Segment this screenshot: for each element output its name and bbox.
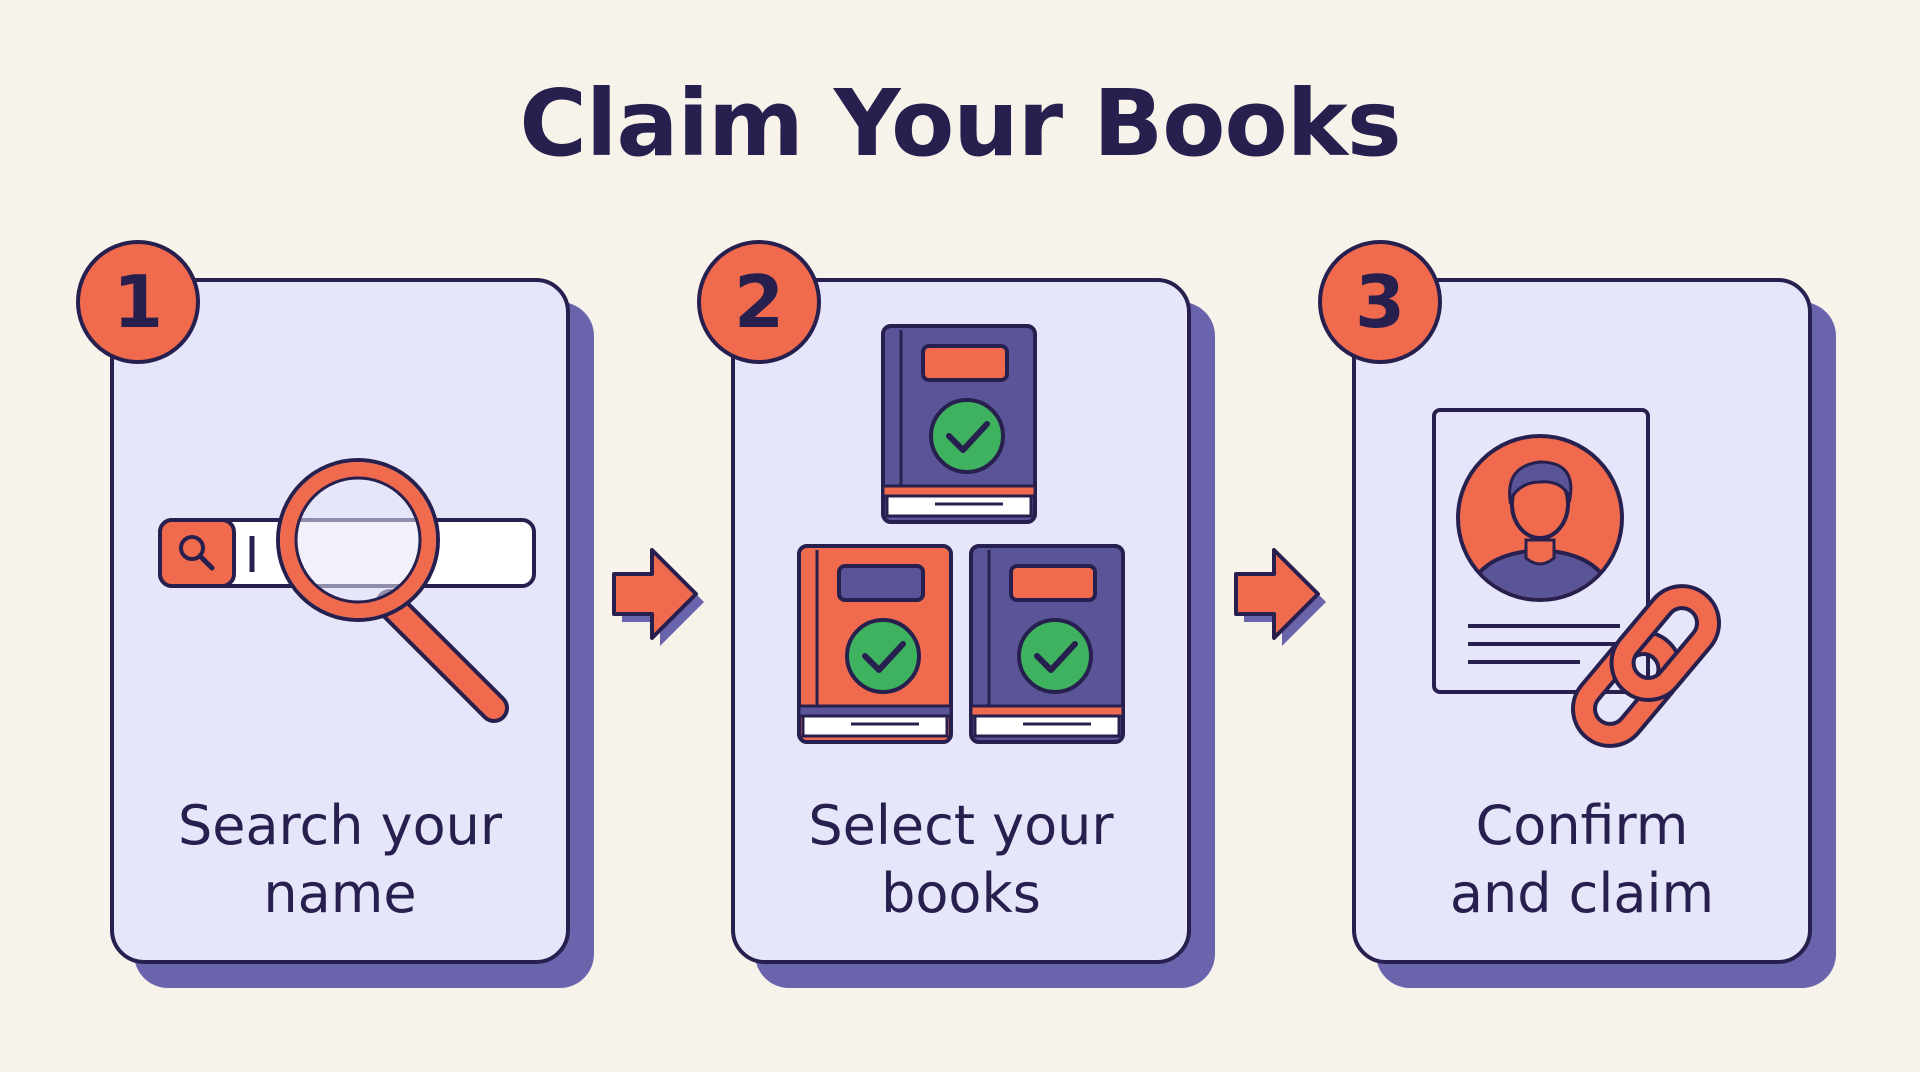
page-title: Claim Your Books: [519, 70, 1401, 177]
step-label-confirm: Confirm and claim: [1449, 794, 1715, 925]
step-label-search: Search your name: [177, 794, 503, 925]
step-card-search: Search your name: [110, 278, 570, 964]
step-number-2: 2: [697, 240, 821, 364]
arrow-right-icon: [1234, 548, 1326, 646]
profile-link-icon: [1432, 408, 1721, 748]
step-number-3: 3: [1318, 240, 1442, 364]
magnifier-search-bar-icon: [158, 458, 536, 723]
arrow-right-icon: [612, 548, 704, 646]
step-label-select: Select your books: [808, 794, 1114, 925]
step-card-confirm: Confirm and claim: [1352, 278, 1812, 964]
book-stack-checkmark-icon: [797, 324, 1125, 744]
step-card-select: Select your books: [731, 278, 1191, 964]
step-number-1: 1: [76, 240, 200, 364]
